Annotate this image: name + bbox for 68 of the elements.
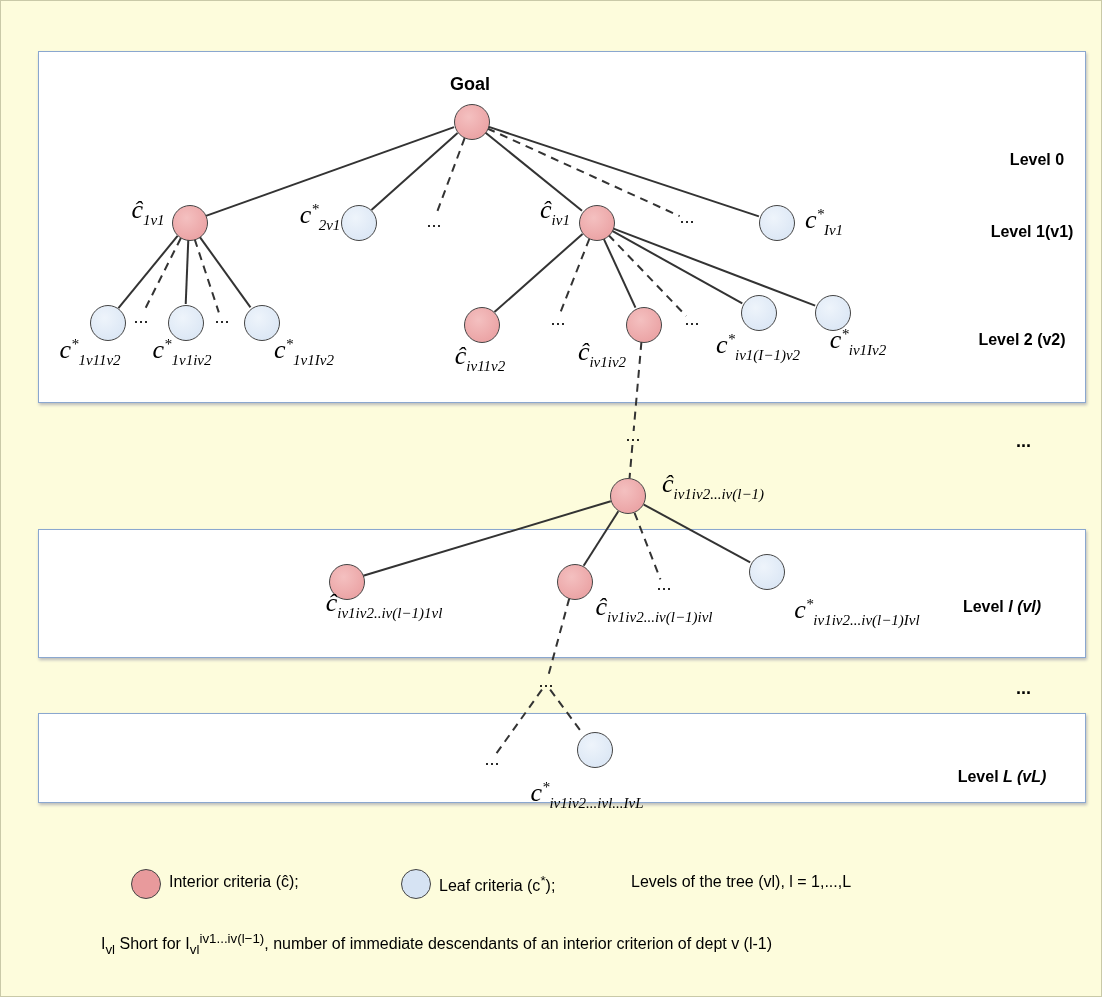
- connector-line: [610, 229, 744, 305]
- goal-label: Goal: [450, 73, 490, 95]
- interior-criterion-circle: [557, 564, 593, 600]
- ellipsis-text: ...: [426, 214, 442, 229]
- criterion-label: ĉ$_{iv1iv2...iv(l−1)ivl}$: [595, 592, 713, 626]
- connector-line: [193, 238, 220, 314]
- connector-line: [633, 511, 662, 581]
- level-label: Level 1(v1): [990, 223, 1074, 241]
- ellipsis-text: ...: [625, 428, 641, 443]
- interior-criterion-circle: [579, 205, 615, 241]
- interior-criterion-circle: [626, 307, 662, 343]
- criterion-label: ĉ$_{iv1iv2..iv(l−1)1vl}$: [325, 588, 443, 622]
- level-label: Level l (vl): [962, 598, 1042, 616]
- interior-criterion-circle: [610, 478, 646, 514]
- interior-criterion-circle: [454, 104, 490, 140]
- connector-line: [494, 688, 543, 757]
- criterion-label: ĉ$_{iv1iv2...iv(l−1)}$: [661, 469, 765, 503]
- connector-line: [493, 232, 584, 314]
- connector-line: [486, 127, 681, 218]
- note-text: Levels of the tree (vl), l = 1,...,L: [631, 873, 852, 891]
- connector-line: [362, 500, 612, 577]
- leaf-criterion-circle: [577, 732, 613, 768]
- level-label: Level 2 (v2): [978, 331, 1066, 349]
- connector-line: [607, 234, 688, 317]
- note-text: I$_{vl}$ Short for I$_{vl}$$^{iv1...iv(l−1)}$, number of immediate descendants of an interior criterion of dept v (l-1): [101, 931, 773, 957]
- ellipsis-text: ...: [684, 312, 700, 327]
- legend-label: Interior criteria (ĉ);: [169, 873, 299, 891]
- criterion-label: ĉ$_{iv11v2}$: [454, 341, 506, 375]
- criterion-label: ĉ$_{iv1iv2}$: [577, 337, 627, 371]
- connector-line: [487, 125, 760, 218]
- ellipsis-text: ...: [550, 312, 566, 327]
- connector-line: [184, 239, 190, 305]
- interior-criterion-circle: [464, 307, 500, 343]
- ellipsis-text: ...: [133, 310, 149, 325]
- level-band: [38, 529, 1086, 658]
- ellipsis-text: ...: [484, 752, 500, 767]
- leaf-criterion-circle: [168, 305, 204, 341]
- ellipsis-text: ...: [679, 210, 695, 225]
- connector-line: [602, 237, 637, 309]
- leaf-criterion-circle: [815, 295, 851, 331]
- connector-line: [642, 503, 752, 564]
- connector-line: [204, 126, 456, 217]
- level-label: Level L (vL): [957, 768, 1047, 786]
- connector-line: [582, 510, 620, 567]
- level-label: Level 0: [1009, 151, 1065, 169]
- leaf-criterion-circle: [741, 295, 777, 331]
- ellipsis-text: ...: [1016, 431, 1031, 452]
- ellipsis-text: ...: [214, 310, 230, 325]
- interior-criterion-circle: [172, 205, 208, 241]
- connector-line: [611, 227, 817, 307]
- connector-line: [484, 131, 583, 212]
- leaf-criterion-circle: [759, 205, 795, 241]
- leaf-criterion-circle: [244, 305, 280, 341]
- ellipsis-text: ...: [538, 674, 554, 689]
- criterion-label: ĉ$_{1v1}$: [131, 195, 165, 229]
- leaf-criterion-circle: [341, 205, 377, 241]
- connector-line: [632, 340, 643, 433]
- leaf-criterion-circle: [749, 554, 785, 590]
- ellipsis-text: ...: [656, 577, 672, 592]
- connector-line: [198, 235, 252, 309]
- level-band: [38, 51, 1086, 403]
- connector-line: [117, 234, 179, 310]
- connector-line: [628, 443, 634, 480]
- criterion-label: ĉ$_{iv1}$: [540, 195, 570, 229]
- leaf-criterion-circle: [90, 305, 126, 341]
- legend-label: Leaf criteria (c$^{*}$);: [439, 873, 556, 896]
- ellipsis-text: ...: [1016, 678, 1031, 699]
- connector-line: [370, 132, 459, 211]
